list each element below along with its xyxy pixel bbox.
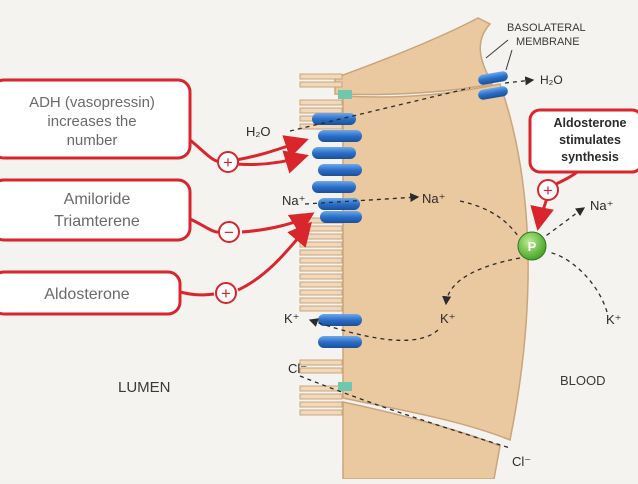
k-cell-label: K⁺ bbox=[440, 311, 456, 326]
h2o-blood-label: H₂O bbox=[540, 73, 563, 87]
aldosterone-plus: + bbox=[215, 282, 237, 304]
cl-lumen-label: Cl⁻ bbox=[288, 361, 307, 376]
h2o-lumen-label: H₂O bbox=[246, 124, 271, 139]
aldosterone-arrow bbox=[237, 221, 312, 292]
blood-label: BLOOD bbox=[560, 373, 606, 388]
aldosterone-right-plus: + bbox=[537, 179, 559, 201]
aldosterone-link bbox=[179, 290, 215, 297]
na-blood-label: Na⁺ bbox=[590, 198, 613, 213]
lumen-label: LUMEN bbox=[118, 379, 171, 396]
adh-box: ADH (vasopressin) increases the number bbox=[0, 78, 192, 160]
na-lumen-label: Na⁺ bbox=[282, 193, 305, 208]
k-lumen-label: K⁺ bbox=[284, 311, 300, 326]
upper-cell bbox=[334, 17, 494, 96]
adh-arrow-lower bbox=[235, 150, 309, 174]
adh-arrow-upper bbox=[235, 135, 309, 162]
apical-water-channels bbox=[312, 113, 362, 193]
basolateral-pointer-1 bbox=[485, 39, 509, 59]
svg-text:stimulates: stimulates bbox=[559, 133, 621, 147]
na-k-atpase-pump bbox=[517, 231, 547, 261]
svg-text:number: number bbox=[67, 132, 118, 149]
adh-plus: + bbox=[217, 151, 239, 173]
pump-label: P bbox=[528, 239, 537, 254]
potassium-path-from-blood bbox=[547, 251, 608, 313]
apical-sodium-channel bbox=[318, 198, 362, 223]
basolateral-label-1: BASOLATERAL bbox=[507, 22, 586, 34]
svg-text:increases the: increases the bbox=[47, 113, 136, 130]
chloride-path bbox=[299, 375, 511, 449]
svg-text:synthesis: synthesis bbox=[561, 150, 619, 164]
potassium-path-to-lumen bbox=[308, 318, 439, 341]
k-blood-label: K⁺ bbox=[606, 312, 622, 327]
svg-text:Aldosterone: Aldosterone bbox=[44, 286, 129, 303]
amiloride-arrow bbox=[241, 212, 315, 236]
sodium-path-apical bbox=[304, 192, 420, 205]
svg-text:−: − bbox=[224, 223, 234, 242]
water-path-apical bbox=[289, 87, 471, 132]
amiloride-box: Amiloride Triamterene bbox=[0, 178, 192, 242]
amiloride-link bbox=[189, 217, 219, 234]
svg-text:ADH (vasopressin): ADH (vasopressin) bbox=[29, 94, 155, 111]
na-cell-label: Na⁺ bbox=[422, 191, 445, 206]
svg-text:+: + bbox=[543, 181, 553, 200]
basolateral-pointer-2 bbox=[505, 49, 513, 71]
tight-junction-upper bbox=[338, 90, 352, 99]
aldosterone-box-left: Aldosterone bbox=[0, 270, 182, 316]
amiloride-minus: − bbox=[218, 221, 240, 243]
sodium-path-to-pump bbox=[459, 200, 519, 237]
sodium-path-to-blood bbox=[539, 207, 586, 241]
apical-potassium-channel bbox=[318, 314, 362, 348]
basolateral-water-channel bbox=[478, 71, 508, 100]
svg-text:+: + bbox=[223, 153, 233, 172]
svg-text:+: + bbox=[221, 284, 231, 303]
svg-text:Amiloride: Amiloride bbox=[64, 191, 131, 208]
svg-text:Triamterene: Triamterene bbox=[54, 213, 140, 230]
svg-text:Aldosterone: Aldosterone bbox=[554, 116, 627, 130]
cl-blood-label: Cl⁻ bbox=[512, 454, 531, 469]
microvilli bbox=[299, 73, 343, 416]
basolateral-label-2: MEMBRANE bbox=[516, 36, 580, 48]
aldosterone-box-right: Aldosterone stimulates synthesis bbox=[528, 108, 638, 174]
tight-junction-lower bbox=[338, 382, 352, 391]
